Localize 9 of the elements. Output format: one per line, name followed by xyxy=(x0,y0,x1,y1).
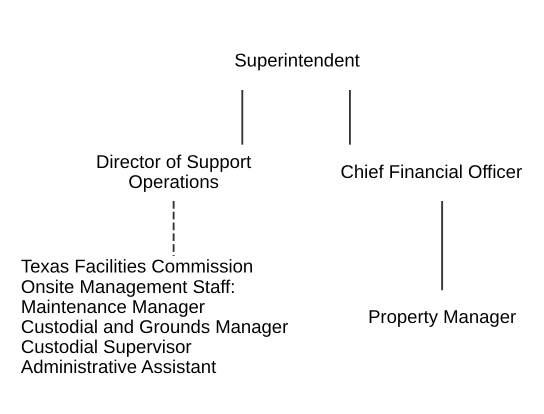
node-text: Superintendent xyxy=(234,50,360,71)
connector xyxy=(349,90,351,145)
node-text: Chief Financial Officer xyxy=(340,160,522,182)
node-text: Texas Facilities Commission Onsite Management Staff: Maintenance Manager Custodial and Grounds Manager Custodial Supervisor Administrative Assistant xyxy=(20,256,288,378)
connector xyxy=(441,201,444,290)
node-text: Director of Support Operations xyxy=(96,150,252,192)
node-text: Property Manager xyxy=(368,306,516,327)
connector xyxy=(241,90,244,145)
connector xyxy=(172,201,175,256)
